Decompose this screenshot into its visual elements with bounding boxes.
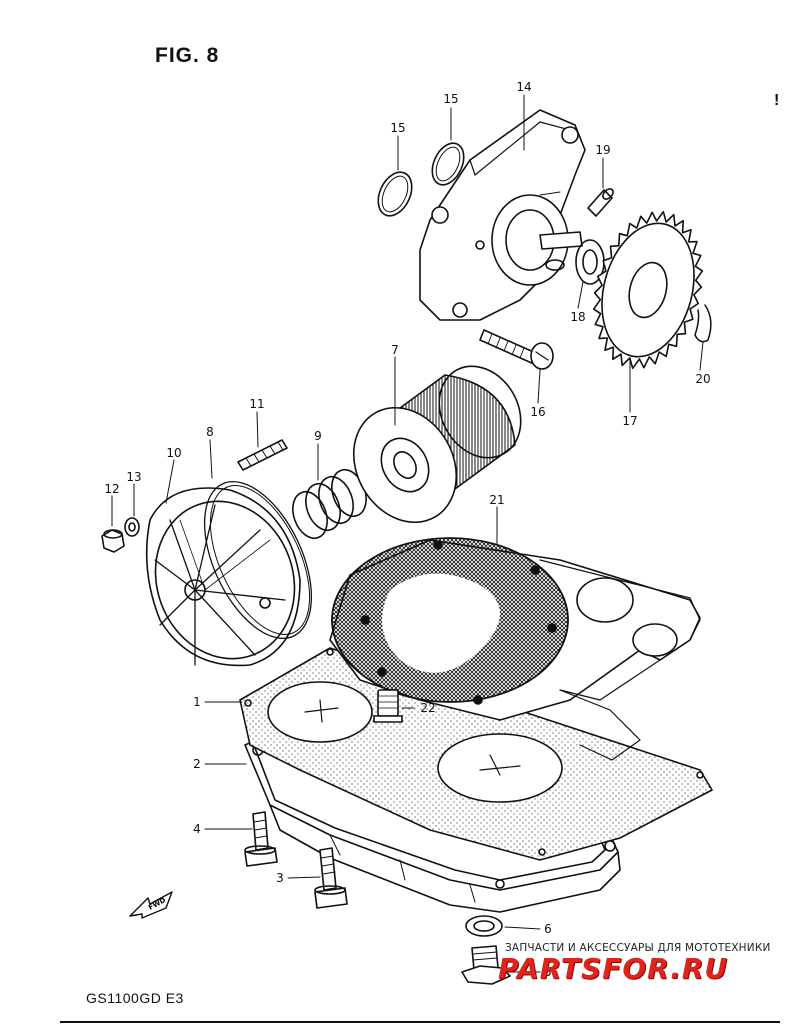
pin-19 (587, 188, 614, 217)
gasket-upper (329, 537, 701, 761)
callout-18: 18 (570, 310, 586, 324)
drain-plug-5 (461, 945, 511, 985)
o-ring-15a (377, 171, 413, 217)
callout-21: 21 (489, 493, 505, 507)
callout-5: 5 (544, 965, 552, 979)
o-ring-15b (431, 142, 465, 186)
fwd-arrow (129, 891, 173, 919)
nut-12 (101, 529, 125, 553)
callout-20: 20 (695, 372, 711, 386)
oil-pump-14 (419, 109, 586, 321)
o-ring-8 (203, 480, 313, 640)
model-code: GS1100GD E3 (86, 990, 184, 1006)
circlip-20 (694, 304, 712, 343)
callout-19: 19 (595, 143, 611, 157)
bottom-rule (60, 1021, 780, 1023)
callout-14: 14 (516, 80, 532, 94)
watermark-tagline: ЗАПЧАСТИ И АКСЕССУАРЫ ДЛЯ МОТОТЕХНИКИ (505, 942, 771, 954)
callout-10: 10 (166, 446, 182, 460)
bolt-11 (237, 439, 288, 471)
callout-3: 3 (276, 871, 284, 885)
callout-1: 1 (193, 695, 201, 709)
callout-2: 2 (193, 757, 201, 771)
bolt-3 (314, 847, 348, 909)
gasket-lower (239, 647, 713, 861)
bolt-4 (244, 811, 278, 867)
bolt-22 (373, 689, 403, 723)
callout-11: 11 (249, 397, 265, 411)
callout-22: 22 (420, 701, 436, 715)
callout-4: 4 (193, 822, 201, 836)
corner-mark: ! (774, 92, 780, 109)
callout-15b: 15 (443, 92, 459, 106)
callout-12: 12 (104, 482, 120, 496)
washer-6 (465, 915, 503, 937)
callout-8: 8 (206, 425, 214, 439)
washer-13 (124, 517, 140, 537)
callout-9: 9 (314, 429, 322, 443)
callout-6: 6 (544, 922, 552, 936)
watermark-logo: PARTSFOR.RU (498, 952, 729, 985)
gear-17 (592, 210, 704, 370)
callout-17: 17 (622, 414, 638, 428)
callout-7: 7 (391, 343, 399, 357)
screw-16 (479, 329, 554, 370)
callout-13: 13 (126, 470, 142, 484)
figure-title: FIG. 8 (155, 44, 220, 67)
leader-lines (111, 94, 704, 973)
callout-15a: 15 (390, 121, 406, 135)
spring-9 (292, 468, 367, 540)
callout-16: 16 (530, 405, 546, 419)
oil-filter-7 (352, 365, 522, 524)
